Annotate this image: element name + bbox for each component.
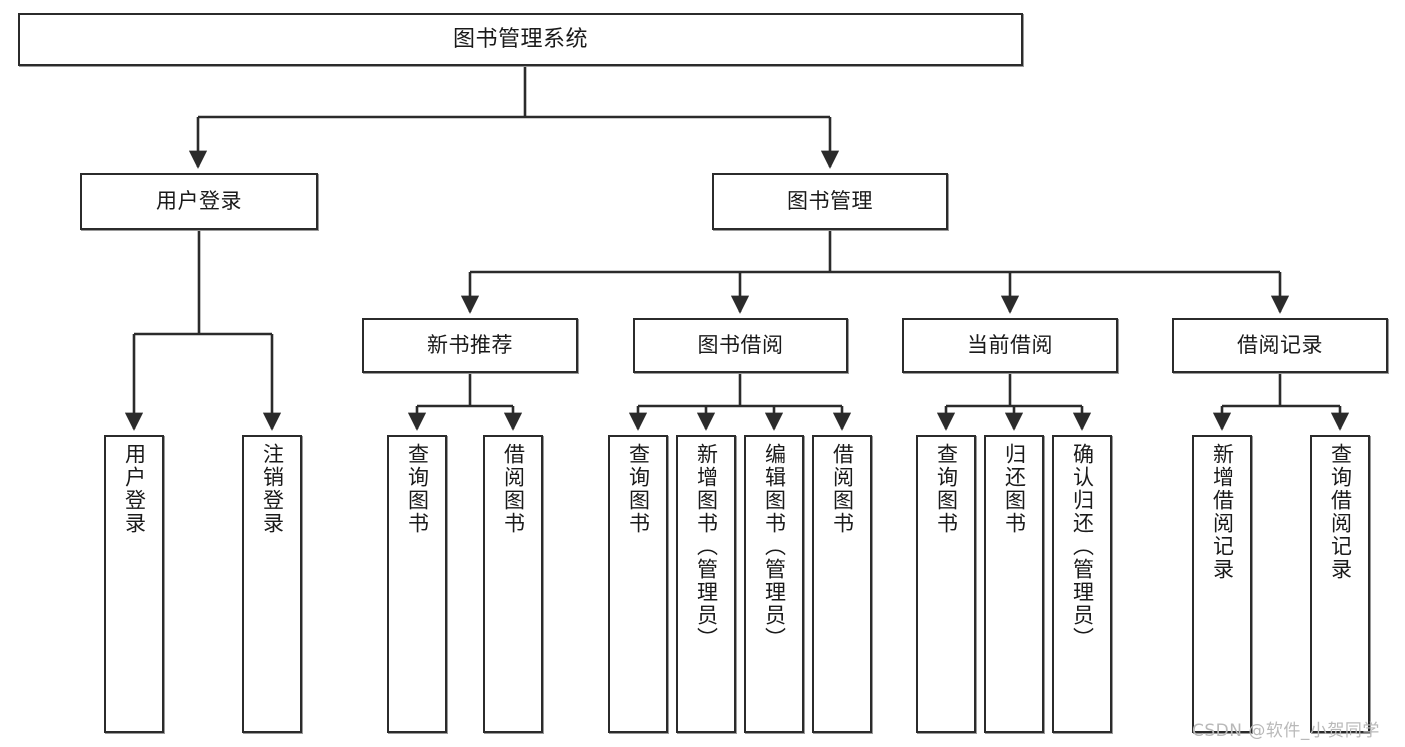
- node-label: 查询借阅记录: [1328, 443, 1353, 581]
- node-label: 归还图书: [1002, 443, 1027, 535]
- node-label: 图书管理系统: [452, 26, 588, 52]
- node-book-borrowing[interactable]: 图书借阅: [633, 318, 848, 373]
- node-label: 用户登录: [122, 443, 147, 535]
- node-label: 图书借阅: [697, 333, 784, 358]
- leaf-confirm-return-admin[interactable]: 确认归还（管理员）: [1052, 435, 1112, 733]
- leaf-edit-book-admin[interactable]: 编辑图书（管理员）: [744, 435, 804, 733]
- node-label: 借阅图书: [501, 443, 526, 535]
- leaf-query-book-recommendation[interactable]: 查询图书: [387, 435, 447, 733]
- leaf-query-borrowing-record[interactable]: 查询借阅记录: [1310, 435, 1370, 733]
- leaf-borrow-book-recommendation[interactable]: 借阅图书: [483, 435, 543, 733]
- csdn-watermark: CSDN @软件_小贺同学: [1192, 721, 1380, 741]
- node-current-borrowing[interactable]: 当前借阅: [902, 318, 1118, 373]
- node-label: 借阅图书: [830, 443, 855, 535]
- node-new-book-recommendation[interactable]: 新书推荐: [362, 318, 578, 373]
- node-label: 确认归还（管理员）: [1070, 443, 1095, 650]
- node-label: 当前借阅: [967, 333, 1053, 358]
- node-book-management[interactable]: 图书管理: [712, 173, 948, 230]
- node-root-book-management-system[interactable]: 图书管理系统: [18, 13, 1023, 66]
- leaf-borrow-book[interactable]: 借阅图书: [812, 435, 872, 733]
- node-label: 查询图书: [934, 443, 959, 535]
- leaf-query-book-borrowing[interactable]: 查询图书: [608, 435, 668, 733]
- leaf-logout-login[interactable]: 注销登录: [242, 435, 302, 733]
- node-label: 新书推荐: [427, 333, 513, 358]
- node-label: 借阅记录: [1237, 333, 1323, 358]
- node-label: 编辑图书（管理员）: [762, 443, 787, 650]
- node-label: 新增图书（管理员）: [694, 443, 719, 650]
- node-user-login[interactable]: 用户登录: [80, 173, 318, 230]
- leaf-add-borrowing-record[interactable]: 新增借阅记录: [1192, 435, 1252, 733]
- node-label: 用户登录: [156, 189, 242, 214]
- node-label: 注销登录: [260, 443, 285, 535]
- node-label: 查询图书: [626, 443, 651, 535]
- node-label: 图书管理: [787, 189, 873, 214]
- leaf-add-book-admin[interactable]: 新增图书（管理员）: [676, 435, 736, 733]
- leaf-query-book-current[interactable]: 查询图书: [916, 435, 976, 733]
- node-label: 查询图书: [405, 443, 430, 535]
- node-borrowing-record[interactable]: 借阅记录: [1172, 318, 1388, 373]
- leaf-user-login[interactable]: 用户登录: [104, 435, 164, 733]
- leaf-return-book[interactable]: 归还图书: [984, 435, 1044, 733]
- node-label: 新增借阅记录: [1210, 443, 1235, 581]
